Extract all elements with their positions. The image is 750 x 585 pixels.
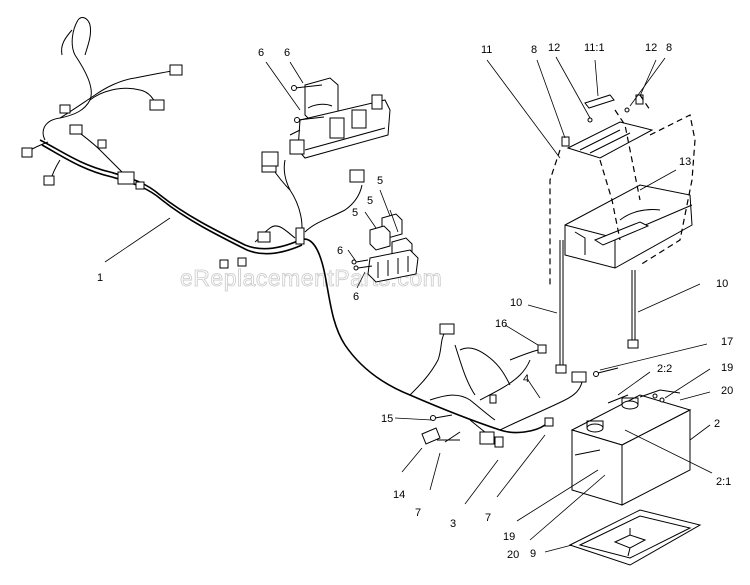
- callout-11: 11: [481, 44, 492, 56]
- callout-7: 7: [415, 507, 421, 519]
- callout-1: 1: [97, 272, 103, 284]
- callout-2-1: 2:1: [716, 476, 731, 488]
- callout-14: 14: [393, 489, 405, 501]
- callout-6: 6: [337, 245, 343, 257]
- callout-19: 19: [721, 362, 733, 374]
- callout-16: 16: [495, 318, 507, 330]
- battery: [570, 367, 692, 506]
- callout-4: 4: [523, 373, 529, 385]
- callout-20: 20: [721, 385, 733, 397]
- battery-tray: [568, 509, 702, 566]
- callout-5: 5: [352, 207, 358, 219]
- callout-8: 8: [531, 44, 537, 56]
- relay-fuse-block: [351, 213, 419, 283]
- callout-15: 15: [381, 413, 393, 425]
- callout-12: 12: [645, 42, 657, 54]
- callout-5: 5: [377, 175, 383, 187]
- callout-11-1: 11:1: [584, 42, 605, 54]
- callout-2-2: 2:2: [657, 363, 672, 375]
- callout-10: 10: [510, 297, 522, 309]
- callout-8: 8: [666, 42, 672, 54]
- callout-5: 5: [367, 195, 373, 207]
- wire-harness: [21, 17, 587, 448]
- battery-cover-assembly: [549, 94, 696, 374]
- callout-13: 13: [679, 156, 691, 168]
- callout-12: 12: [548, 42, 560, 54]
- callout-3: 3: [450, 518, 456, 530]
- callout-9: 9: [530, 548, 536, 560]
- callout-2: 2: [714, 418, 720, 430]
- small-hardware: [421, 414, 461, 445]
- callout-19: 19: [503, 531, 515, 543]
- panel-bracket-assembly: [261, 77, 391, 167]
- callout-6: 6: [284, 47, 290, 59]
- callout-7: 7: [485, 512, 491, 524]
- callout-labels: 1 6 6 5 5 5 6 6 11 8 12 11:1 12 8 13 10 …: [97, 42, 733, 561]
- leader-lines: [104, 56, 713, 553]
- callout-17: 17: [721, 336, 733, 348]
- callout-6: 6: [258, 47, 264, 59]
- callout-20: 20: [507, 549, 519, 561]
- callout-10: 10: [716, 278, 728, 290]
- callout-6: 6: [353, 291, 359, 303]
